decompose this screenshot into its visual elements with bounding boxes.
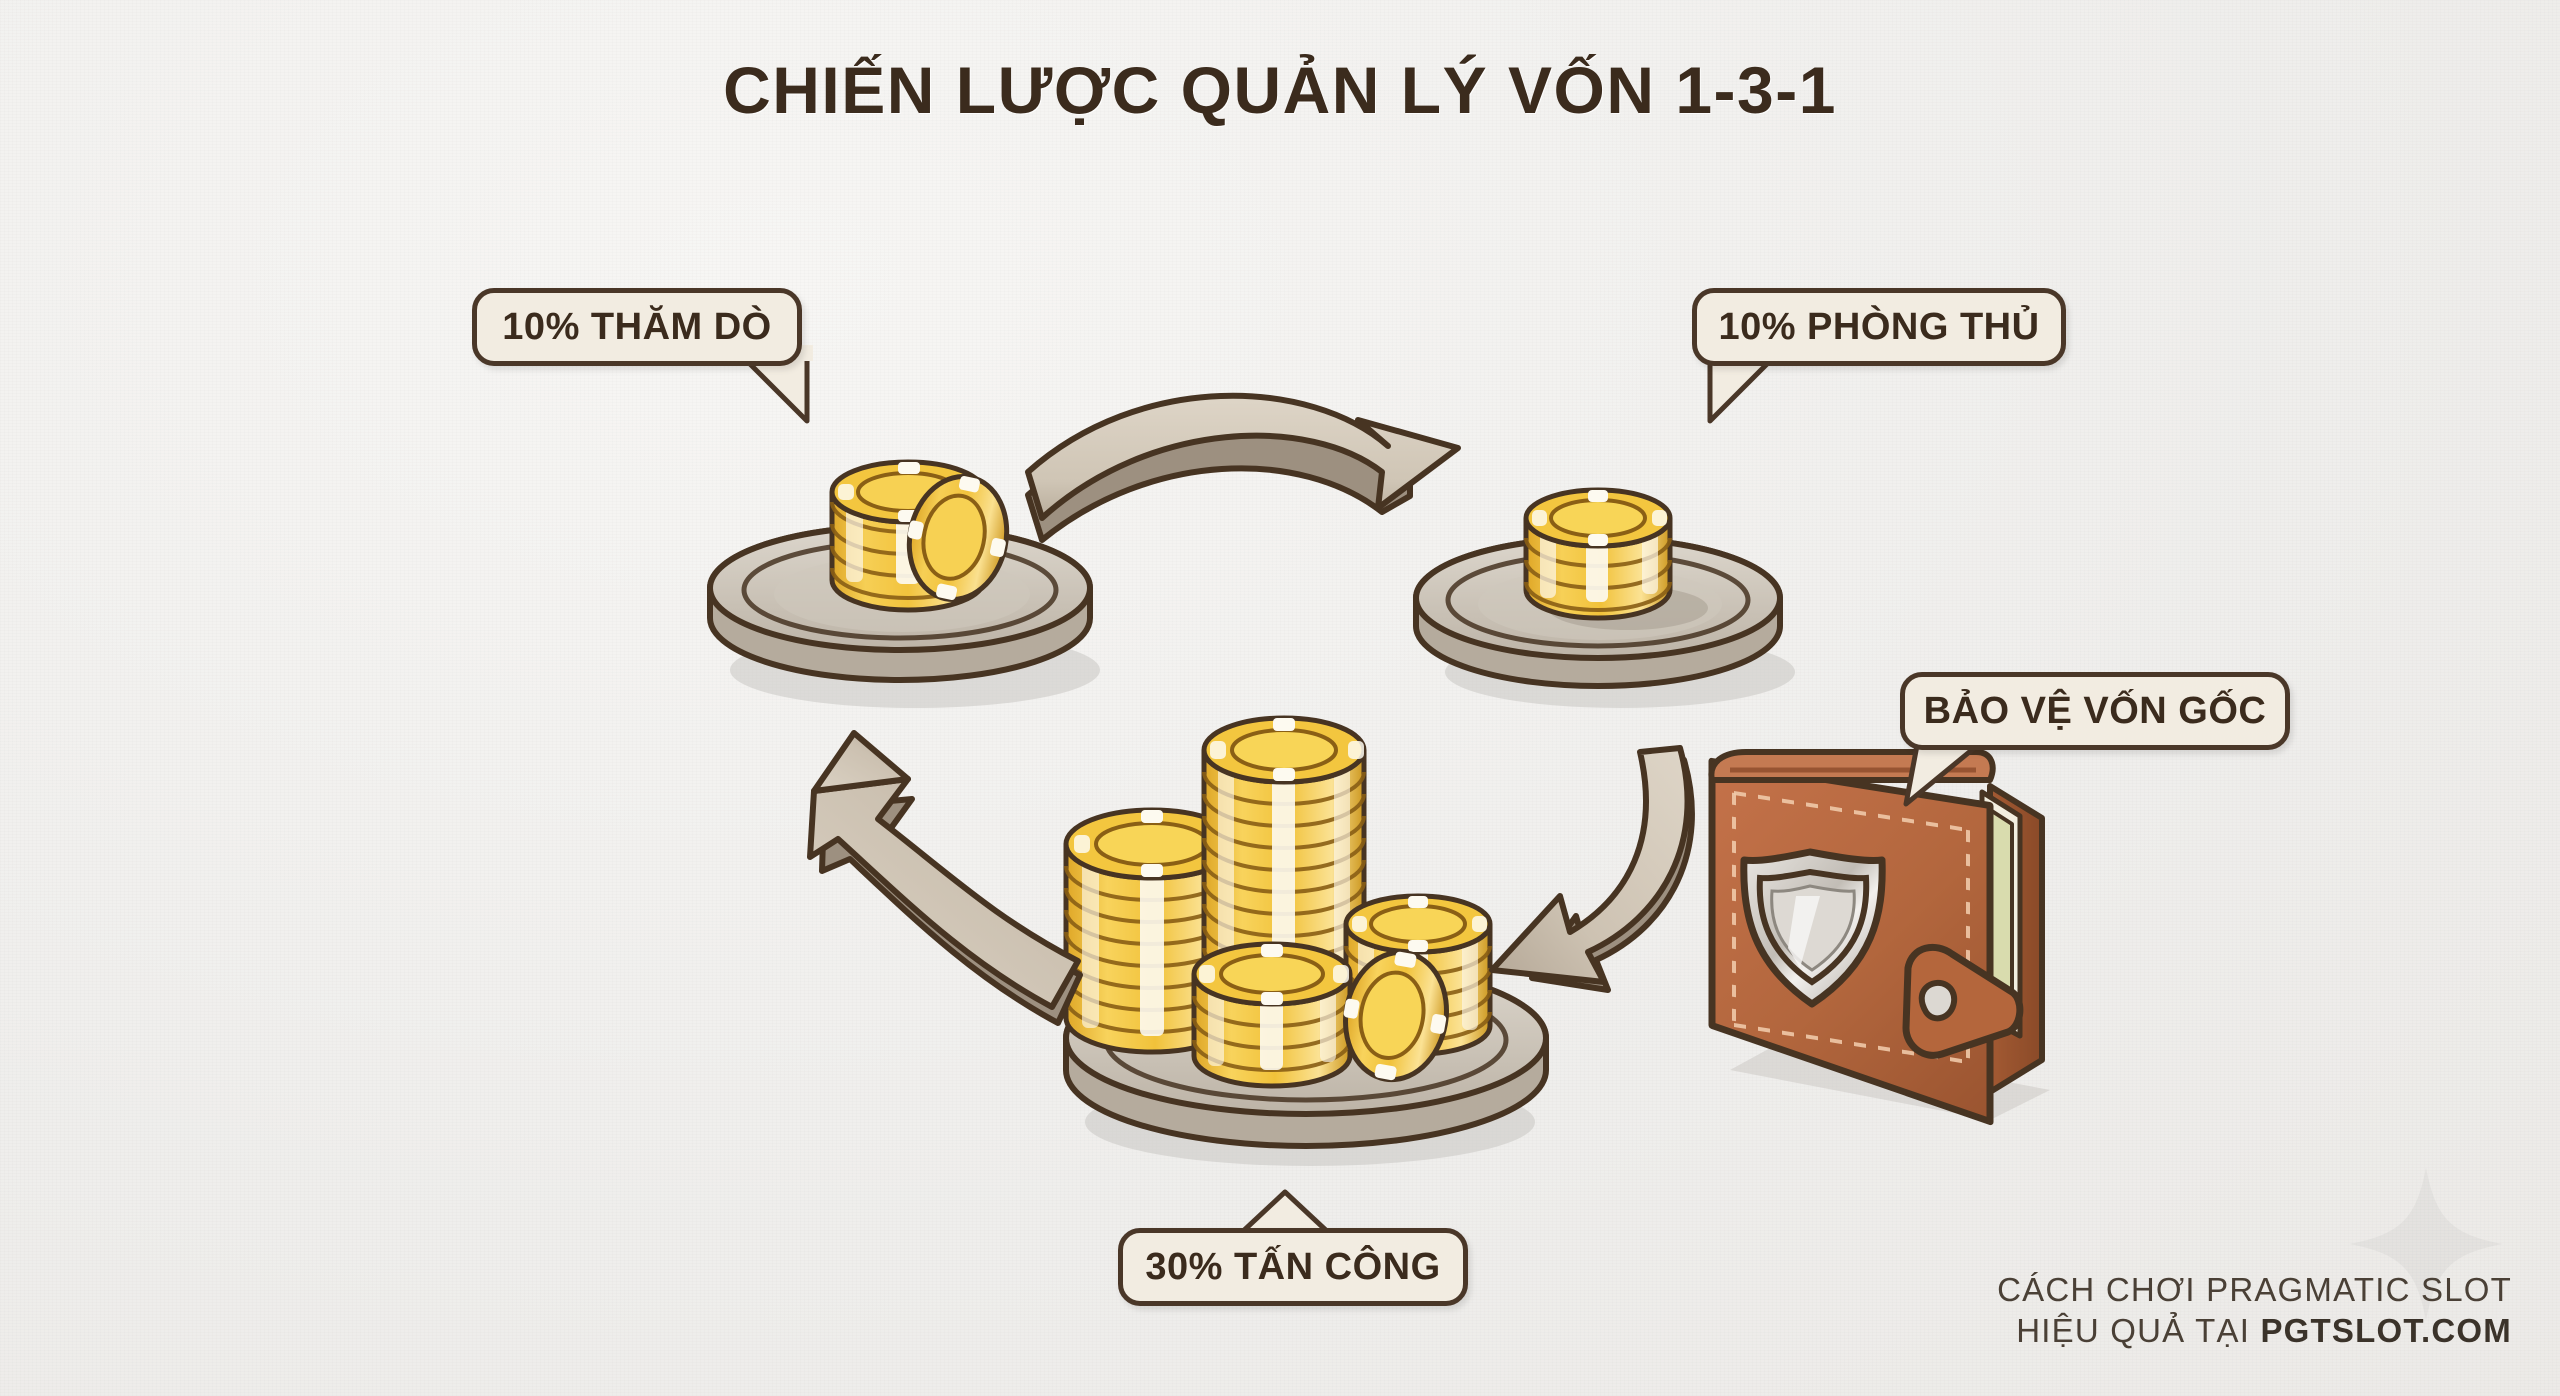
bubble-explore-label: 10% THĂM DÒ [502, 305, 772, 348]
watermark-line-2: HIỆU QUẢ TẠI PGTSLOT.COM [1997, 1310, 2512, 1352]
bubble-protect[interactable]: BẢO VỆ VỐN GỐC [1900, 672, 2290, 750]
bubble-defense[interactable]: 10% PHÒNG THỦ [1692, 288, 2066, 366]
page-title: CHIẾN LƯỢC QUẢN LÝ VỐN 1-3-1 [723, 53, 1837, 127]
watermark-domain: PGTSLOT.COM [2260, 1312, 2512, 1350]
bubble-protect-label: BẢO VỆ VỐN GỐC [1923, 689, 2267, 732]
bubble-attack-label: 30% TẤN CÔNG [1145, 1245, 1441, 1288]
bubble-explore[interactable]: 10% THĂM DÒ [472, 288, 802, 366]
arrow-explore-to-defense [1010, 392, 1470, 570]
bubble-tail-explore [735, 345, 825, 435]
arrow-attack-to-explore [780, 730, 1130, 1065]
bubble-tail-defense [1692, 345, 1782, 435]
site-watermark: CÁCH CHƠI PRAGMATIC SLOT HIỆU QUẢ TẠI PG… [1997, 1269, 2512, 1352]
bubble-attack[interactable]: 30% TẤN CÔNG [1118, 1228, 1468, 1306]
wallet-illustration [1690, 740, 2090, 1160]
bubble-tail-protect [1900, 730, 1990, 820]
watermark-prefix: HIỆU QUẢ TẠI [2016, 1312, 2261, 1350]
bubble-defense-label: 10% PHÒNG THỦ [1718, 305, 2040, 348]
watermark-line-1: CÁCH CHƠI PRAGMATIC SLOT [1997, 1270, 2512, 1308]
